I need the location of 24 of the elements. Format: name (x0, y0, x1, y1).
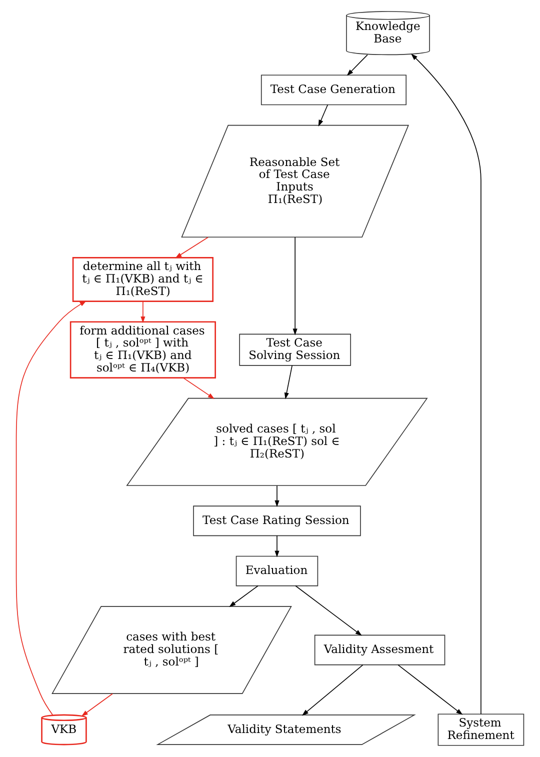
arrow (318, 104, 328, 126)
arrow (295, 585, 362, 636)
arrow (398, 664, 463, 715)
node-box: System Refinement (438, 714, 524, 746)
arrow (229, 585, 258, 608)
arrow (346, 54, 368, 76)
arrow (411, 54, 482, 714)
arrow (274, 535, 280, 558)
arrow (140, 300, 146, 324)
arrow (182, 377, 214, 399)
arrow (16, 300, 86, 716)
arrow (274, 485, 280, 507)
node-box: Test Case Generation (260, 74, 407, 106)
node-box: Evaluation (236, 556, 318, 586)
node-box: Test Case Rating Session (193, 506, 361, 536)
arrow (81, 693, 113, 716)
node-box: Test Case Solving Session (239, 334, 351, 366)
arrow (175, 236, 209, 258)
node-box: determine all tⱼ with tⱼ ∈ Π₁(VKB) and tⱼ ∈ Π₁(ReST) (72, 257, 214, 302)
arrow (284, 365, 293, 400)
node-box: form additional cases [ tⱼ , solᵒᵖᵗ ] with tⱼ ∈ Π₁(VKB) and solᵒᵖᵗ ∈ Π₄(VKB) (70, 321, 216, 378)
arrow (292, 236, 298, 336)
arrow (302, 664, 364, 716)
node-box: Validity Assesment (314, 634, 446, 666)
